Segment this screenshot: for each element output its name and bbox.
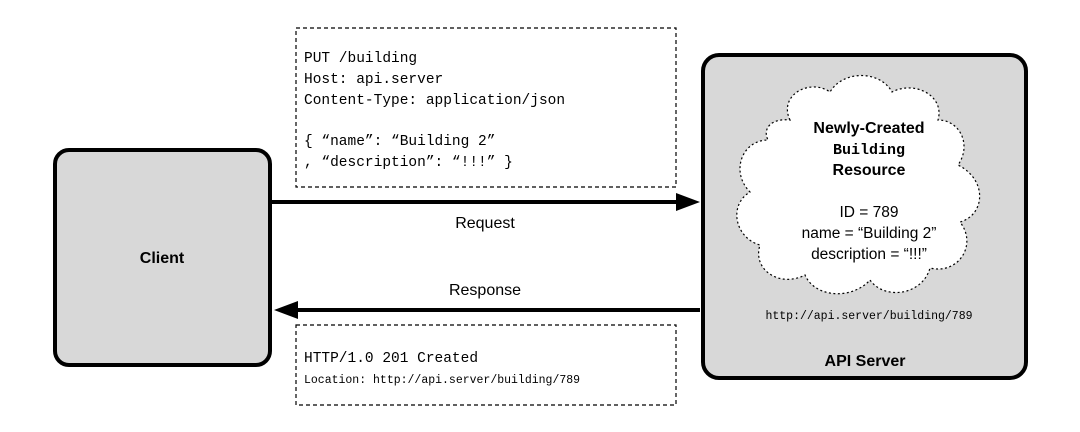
client-node: Client [53,148,272,367]
response-message: HTTP/1.0 201 Created Location: http://ap… [295,324,677,406]
resource-title-line2: Building [833,142,905,159]
request-line-4: { “name”: “Building 2” [304,134,495,150]
client-box [53,148,272,367]
response-arrowhead [274,301,298,319]
request-label: Request [455,215,515,232]
request-arrow: Request [272,193,700,232]
request-line-2: Host: api.server [304,72,443,88]
resource-id: ID = 789 [839,204,898,221]
resource-url: http://api.server/building/789 [765,310,972,323]
resource-name: name = “Building 2” [802,225,937,242]
resource-cloud-shape [736,74,981,295]
request-message-box [295,27,677,188]
resource-description: description = “!!!” [811,246,927,263]
resource-title-line3: Resource [833,162,906,179]
response-label: Response [449,282,521,299]
request-line-3: Content-Type: application/json [304,93,565,109]
request-line-5: , “description”: “!!!” } [304,155,513,171]
response-message-box [295,324,677,406]
response-line-1: HTTP/1.0 201 Created [304,351,478,367]
resource-title-line1: Newly-Created [813,120,924,137]
client-label: Client [140,250,185,267]
resource-cloud: Newly-Created Building Resource ID = 789… [736,74,981,295]
response-arrow: Response [274,282,700,319]
response-line-2: Location: http://api.server/building/789 [304,374,580,387]
request-arrowhead [676,193,700,211]
request-line-1: PUT /building [304,51,417,67]
request-message: PUT /building Host: api.server Content-T… [295,27,677,188]
api-server-label: API Server [825,353,906,370]
